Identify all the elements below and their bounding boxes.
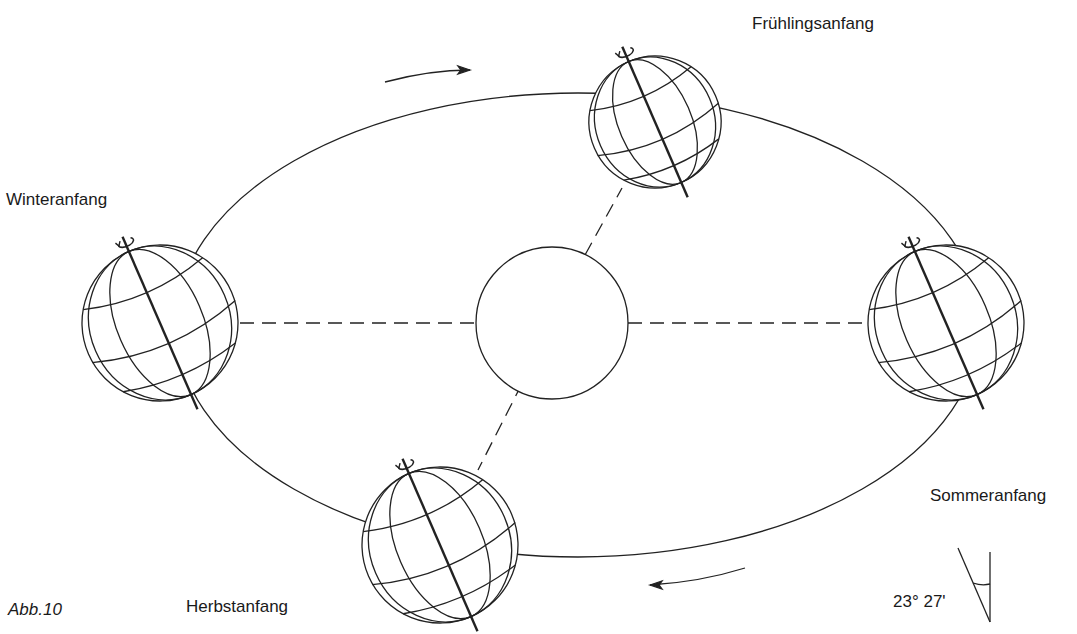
sun-circle [476, 247, 628, 399]
season-label: Herbstanfang [186, 597, 288, 617]
orbit-ellipse [176, 93, 980, 557]
season-label: Sommeranfang [930, 486, 1046, 506]
angle-indicator [958, 548, 990, 622]
angle-label: 23° 27' [893, 592, 946, 612]
direction-arrow [385, 70, 470, 82]
season-label: Frühlingsanfang [752, 14, 874, 34]
direction-arrow [650, 568, 745, 585]
earth-globe [331, 428, 549, 634]
arrowhead [458, 66, 470, 74]
arrowhead [650, 581, 662, 589]
season-label: Winteranfang [6, 190, 107, 210]
earth-globe [837, 206, 1055, 441]
earth-globe [51, 206, 269, 441]
earth-globe [562, 20, 748, 223]
sun-rays [240, 188, 866, 470]
figure-number: Abb.10 [8, 600, 62, 620]
